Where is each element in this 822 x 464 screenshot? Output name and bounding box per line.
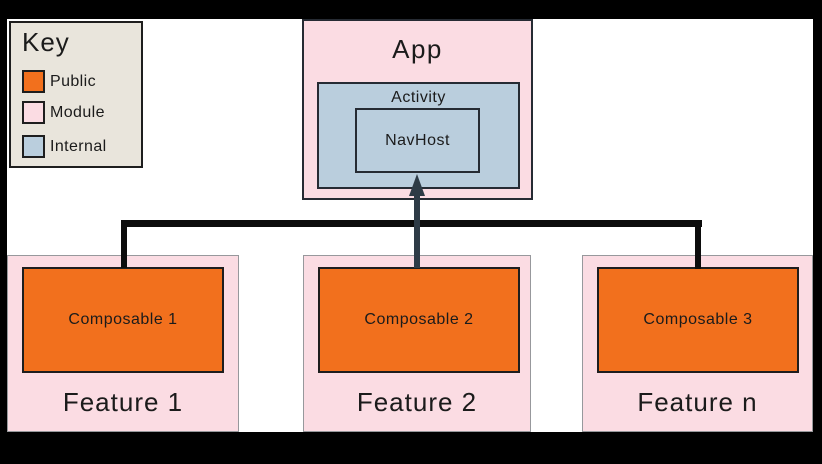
key-legend: Key Public Module Internal (9, 21, 143, 168)
composable-3-box: Composable 3 (597, 267, 799, 373)
public-color-swatch (22, 70, 45, 93)
activity-box: Activity NavHost (317, 82, 520, 189)
app-module-label: App (392, 34, 443, 64)
composable-2-label: Composable 2 (364, 311, 474, 328)
composable-1-label: Composable 1 (68, 311, 178, 328)
key-row-module: Module (22, 101, 141, 124)
feature-2-label: Feature 2 (356, 386, 478, 417)
app-module-box: App Activity NavHost (302, 19, 533, 200)
connector-feature1-vertical (121, 220, 127, 268)
connector-horizontal-bus (121, 220, 702, 227)
feature-n-module-box: Composable 3 Feature n (582, 255, 813, 432)
connector-feature-n-vertical (695, 220, 701, 269)
key-label-public: Public (50, 72, 96, 90)
composable-1-box: Composable 1 (22, 267, 224, 373)
feature-2-module-box: Composable 2 Feature 2 (303, 255, 531, 432)
composable-2-box: Composable 2 (318, 267, 520, 373)
key-label-internal: Internal (50, 137, 107, 155)
key-row-public: Public (22, 70, 141, 93)
activity-label: Activity (391, 89, 446, 106)
key-label-module: Module (50, 103, 105, 121)
composable-3-label: Composable 3 (643, 311, 753, 328)
key-title: Key (22, 27, 70, 57)
feature-1-label: Feature 1 (62, 386, 184, 417)
feature-1-module-box: Composable 1 Feature 1 (7, 255, 239, 432)
arrow-to-navhost-shaft (414, 195, 420, 268)
arrow-up-icon (409, 174, 425, 196)
key-row-internal: Internal (22, 135, 141, 158)
navhost-box: NavHost (355, 108, 480, 173)
feature-n-label: Feature n (637, 386, 758, 417)
module-color-swatch (22, 101, 45, 124)
navhost-label: NavHost (385, 131, 450, 149)
internal-color-swatch (22, 135, 45, 158)
